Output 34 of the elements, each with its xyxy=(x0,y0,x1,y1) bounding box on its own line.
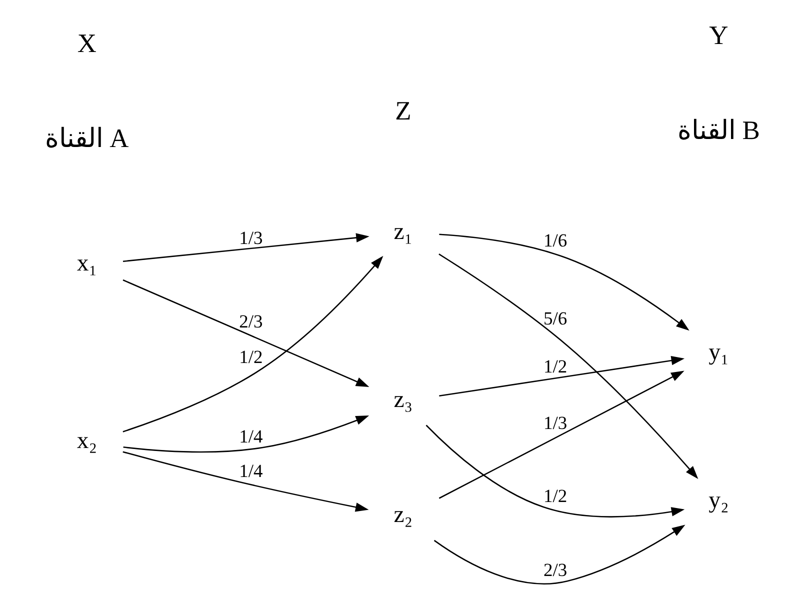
label: X xyxy=(77,28,96,58)
edge-label: 1/4 xyxy=(239,460,263,482)
arrow xyxy=(438,370,684,499)
arrow xyxy=(123,415,370,453)
node-text: z₂ xyxy=(394,502,413,528)
node-text: x₂ xyxy=(76,428,98,454)
node-text: y₁ xyxy=(708,339,729,366)
arrow xyxy=(122,233,370,262)
edge-label: 5/6 xyxy=(543,308,568,330)
node-text: x₁ xyxy=(76,250,98,277)
label: القناة A xyxy=(45,123,129,154)
node-text: z₁ xyxy=(394,218,413,245)
arrow xyxy=(122,451,369,512)
arrow xyxy=(426,424,685,518)
label: القناة B xyxy=(678,115,760,146)
edge-label: 1/2 xyxy=(543,486,568,508)
arrow xyxy=(439,234,690,331)
label: Y xyxy=(709,20,728,50)
arrow xyxy=(122,279,370,388)
label: Z xyxy=(395,95,412,126)
edge-label: 1/2 xyxy=(543,356,568,378)
edge-label: 1/3 xyxy=(239,228,263,249)
arrow xyxy=(439,356,685,397)
edge-label: 2/3 xyxy=(239,311,263,332)
edge-label: 1/2 xyxy=(239,347,263,368)
edge-label: 1/4 xyxy=(239,426,263,448)
edge-label: 1/3 xyxy=(543,413,568,434)
arrow xyxy=(438,254,698,480)
arrow xyxy=(434,524,686,585)
node-text: z₃ xyxy=(394,387,413,414)
arrow xyxy=(122,256,384,432)
edge-label: 1/6 xyxy=(543,230,568,252)
node-text: y₂ xyxy=(708,488,729,514)
edge-label: 2/3 xyxy=(543,560,568,582)
